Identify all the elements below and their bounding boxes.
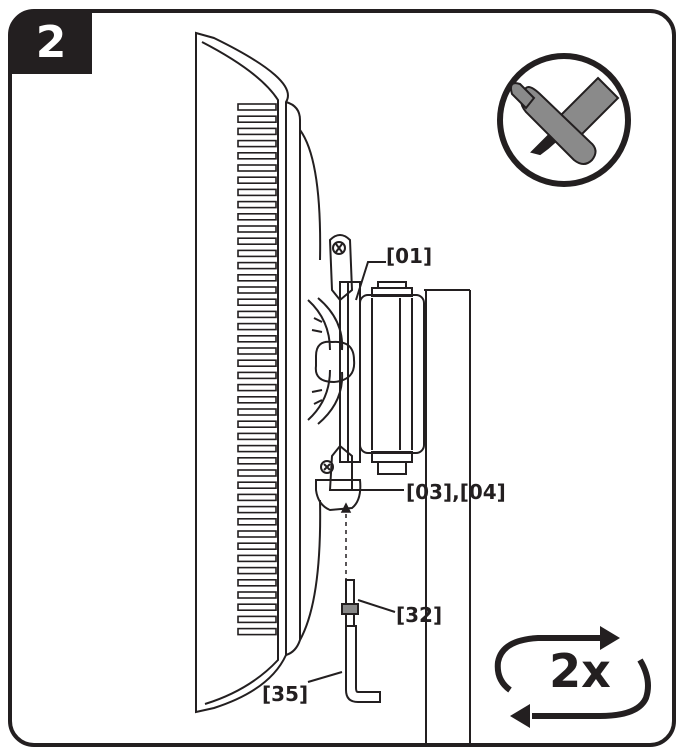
vent-slot bbox=[237, 395, 277, 404]
repeat-count: 2x bbox=[549, 644, 611, 698]
vent-slot bbox=[237, 517, 277, 526]
vent-slot bbox=[237, 261, 277, 270]
vent-slot bbox=[237, 164, 277, 172]
vent-slot bbox=[237, 371, 277, 380]
vent-slot bbox=[237, 286, 277, 294]
vent-slot bbox=[237, 152, 277, 160]
frame-border bbox=[8, 9, 676, 747]
vent-slot bbox=[237, 115, 277, 123]
vent-slot bbox=[237, 554, 277, 563]
step-number-badge: 2 bbox=[10, 11, 92, 74]
vent-slot bbox=[237, 273, 277, 282]
vent-slot bbox=[237, 139, 277, 148]
repeat-arrow-head-top bbox=[600, 626, 620, 650]
repeat-arrows-icon bbox=[494, 635, 651, 719]
vent-slot bbox=[237, 542, 277, 551]
set-screw bbox=[341, 579, 359, 627]
vent-slot bbox=[237, 127, 277, 136]
vent-slot bbox=[237, 469, 277, 477]
vent-slot bbox=[237, 444, 277, 453]
insertion-arrow bbox=[340, 502, 352, 580]
vent-slot bbox=[237, 627, 277, 636]
repeat-arrow-head-bottom bbox=[510, 704, 530, 728]
vent-slot bbox=[237, 530, 277, 538]
tv-side-view bbox=[195, 31, 322, 714]
vent-slot bbox=[237, 359, 277, 368]
spacer-block bbox=[359, 281, 425, 475]
vent-slot bbox=[237, 249, 277, 258]
callout-part-35: [35] bbox=[262, 682, 309, 706]
wrench-screwdriver-icon bbox=[497, 53, 631, 187]
callout-part-03-04: [03],[04] bbox=[406, 480, 506, 504]
vent-slot bbox=[237, 603, 277, 612]
vent-slot bbox=[237, 505, 277, 514]
vent-slot bbox=[237, 213, 277, 221]
vent-slot bbox=[237, 481, 277, 490]
vent-slot bbox=[237, 615, 277, 624]
leader-lines bbox=[307, 261, 404, 683]
vent-slots bbox=[237, 103, 277, 636]
vent-slot bbox=[237, 456, 277, 465]
vent-slot bbox=[237, 578, 277, 587]
vent-slot bbox=[237, 334, 277, 343]
vent-slot bbox=[237, 420, 277, 429]
tilt-bracket bbox=[307, 234, 362, 512]
vent-slot bbox=[237, 225, 277, 233]
allen-key bbox=[345, 625, 381, 703]
vent-slot bbox=[237, 432, 277, 441]
vent-slot bbox=[237, 493, 277, 502]
callout-part-01: [01] bbox=[386, 244, 433, 268]
vent-slot bbox=[237, 408, 277, 416]
vent-slot bbox=[237, 298, 277, 307]
vent-slot bbox=[237, 176, 277, 184]
vent-slot bbox=[237, 347, 277, 355]
vent-slot bbox=[237, 237, 277, 245]
vent-slot bbox=[237, 310, 277, 319]
vent-slot bbox=[237, 103, 277, 111]
vent-slot bbox=[237, 188, 277, 197]
callout-part-32: [32] bbox=[396, 603, 443, 627]
vent-slot bbox=[237, 322, 277, 331]
vent-slot bbox=[237, 566, 277, 575]
vent-slot bbox=[237, 383, 277, 392]
wall-mount-plate bbox=[424, 289, 471, 745]
vent-slot bbox=[237, 591, 277, 599]
vent-slot bbox=[237, 200, 277, 209]
